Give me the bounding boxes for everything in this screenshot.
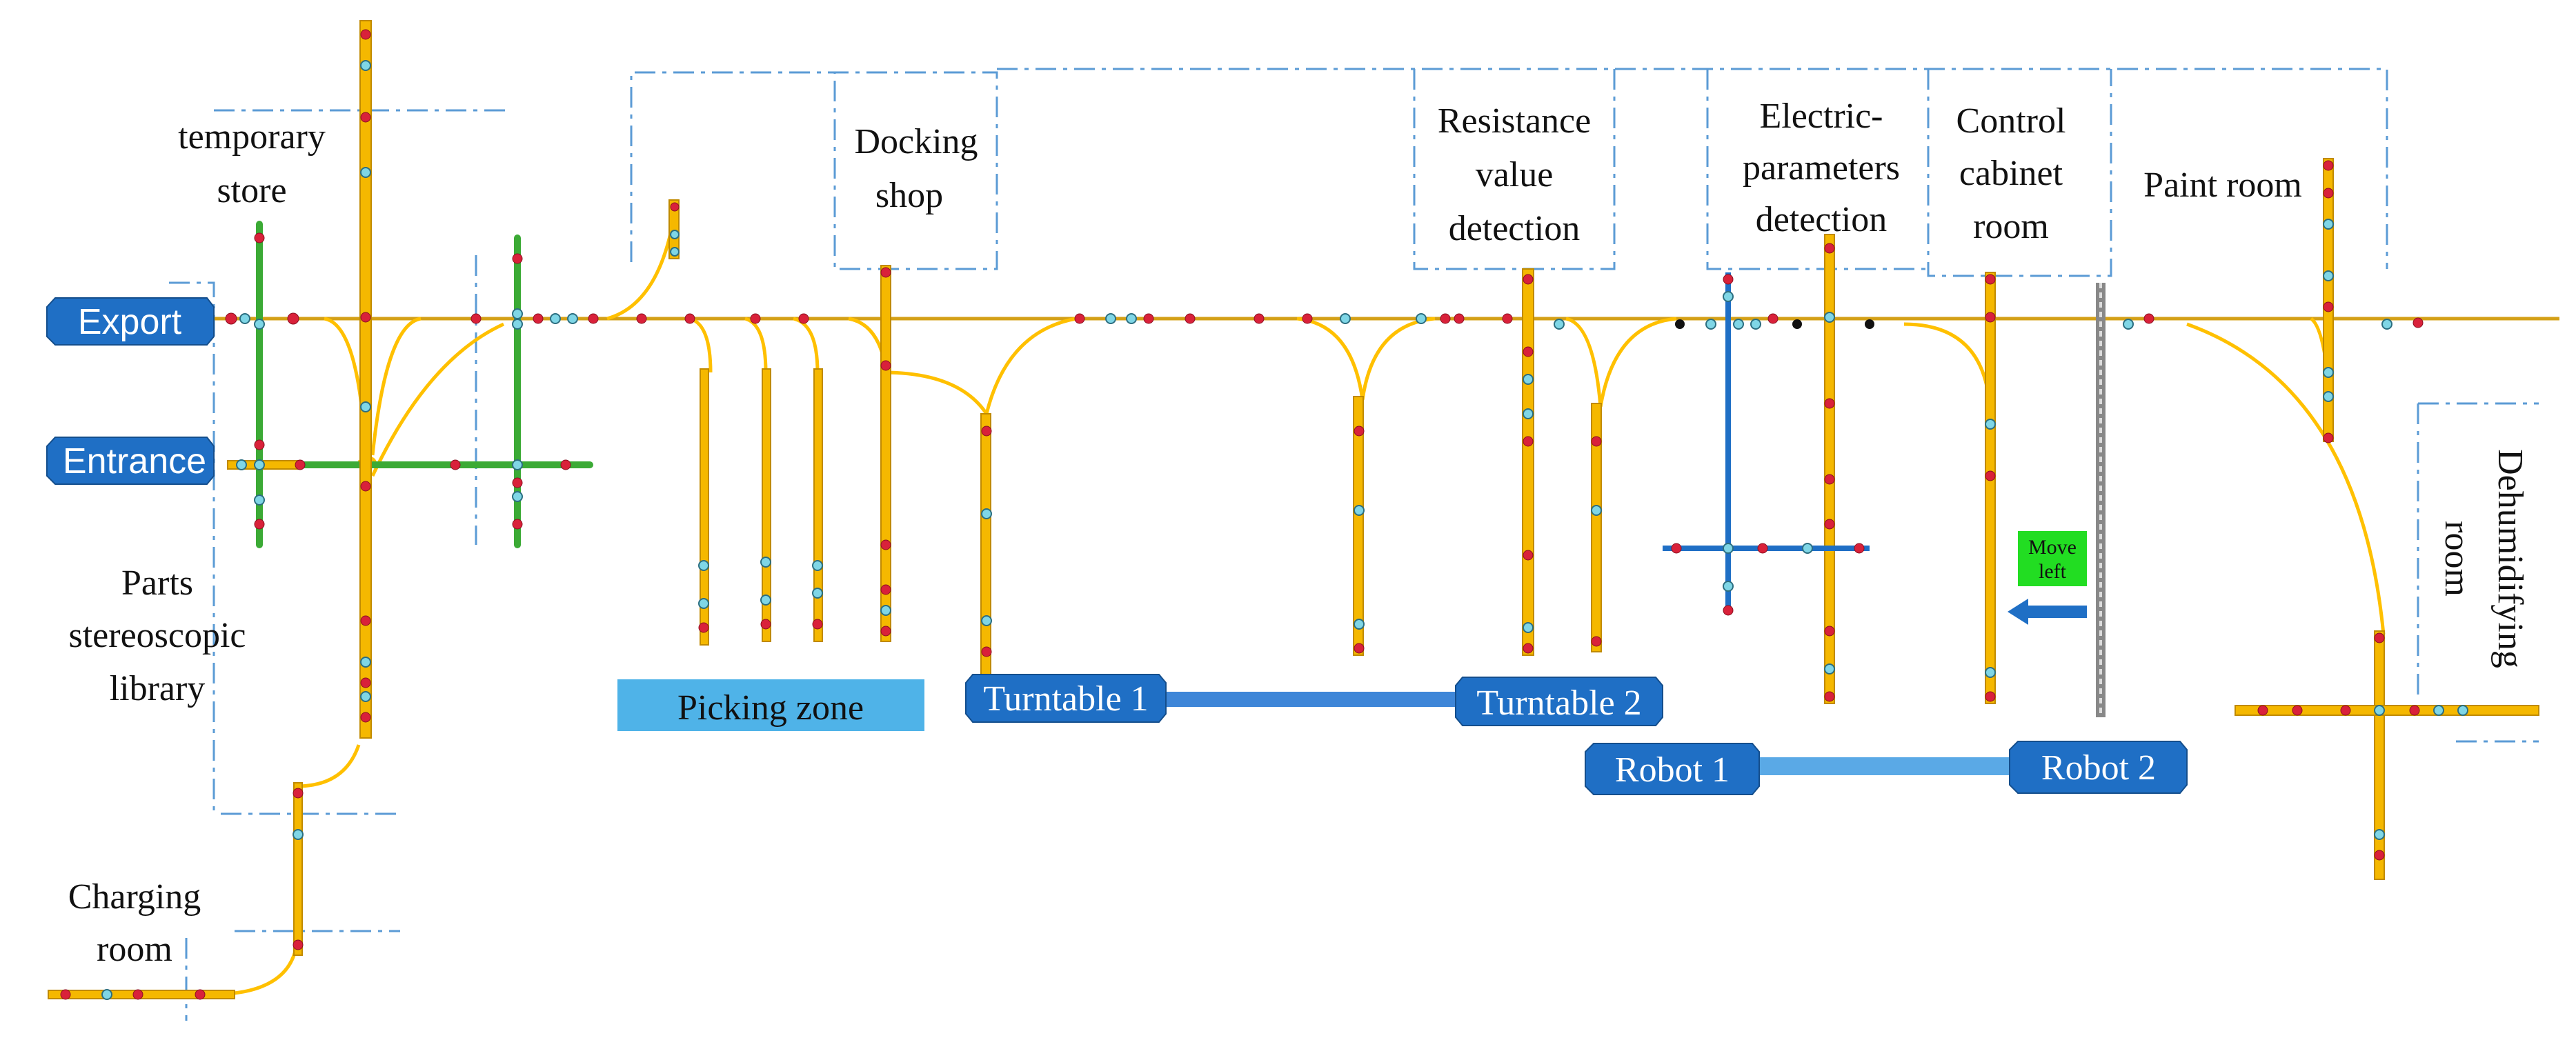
turntable-link (1159, 692, 1463, 707)
black-points (1675, 319, 1874, 329)
docking-track (668, 199, 680, 259)
paint-room-label: Paint room (2143, 166, 2302, 205)
svg-text:Docking: Docking (854, 122, 978, 161)
turntable-1-label: Turntable 1 (983, 679, 1148, 719)
blue-cross-track (1663, 272, 1870, 614)
control-cabinet-label: Control cabinet room (1956, 101, 2066, 246)
svg-text:room: room (2437, 521, 2477, 597)
svg-text:store: store (217, 171, 286, 210)
svg-text:Dehumidifying: Dehumidifying (2490, 449, 2530, 668)
move-left-tag: Move left (2018, 531, 2087, 586)
turntable-2-tag: Turntable 2 (1455, 677, 1663, 726)
svg-text:detection: detection (1756, 200, 1888, 239)
resistance-label: Resistance value detection (1438, 101, 1591, 248)
electric-border (1706, 69, 1928, 270)
svg-text:shop: shop (875, 176, 943, 215)
entrance-label: Entrance (63, 441, 206, 481)
left-library-border (169, 281, 215, 814)
turntable-2-label: Turntable 2 (1476, 683, 1641, 723)
svg-text:Control: Control (1956, 101, 2066, 141)
move-left-line-2: left (2039, 560, 2067, 583)
svg-text:Parts: Parts (121, 563, 193, 603)
svg-text:temporary: temporary (178, 117, 326, 157)
picking-zone-tag: Picking zone (617, 679, 924, 731)
entrance-tag: Entrance (46, 437, 215, 485)
svg-text:room: room (97, 930, 172, 969)
move-left-line-1: Move (2028, 536, 2077, 559)
robot-2-tag: Robot 2 (2009, 741, 2188, 794)
dehumidifying-border (2417, 402, 2539, 743)
robot-link (1756, 757, 2011, 775)
top-run-border (997, 68, 2388, 269)
svg-text:Charging: Charging (68, 877, 201, 917)
turntable-1-tag: Turntable 1 (965, 674, 1167, 723)
zone-borders (169, 68, 2539, 1021)
green-tracks (256, 221, 593, 548)
svg-text:value: value (1476, 155, 1554, 194)
svg-text:stereoscopic: stereoscopic (68, 616, 246, 655)
docking-shop-border (630, 71, 998, 270)
dehumidifying-label: Dehumidifying room (2437, 449, 2530, 668)
svg-text:cabinet: cabinet (1959, 154, 2063, 193)
svg-text:detection: detection (1449, 209, 1581, 248)
parts-library-label: Parts stereoscopic library (68, 563, 246, 708)
charging-vertical-track (293, 782, 303, 956)
control-border (1927, 69, 2112, 277)
export-label: Export (78, 302, 182, 342)
svg-text:Electric-: Electric- (1760, 97, 1883, 136)
robot-1-tag: Robot 1 (1585, 743, 1760, 795)
red-points (60, 29, 2424, 1000)
export-tag: Export (46, 297, 215, 346)
temporary-store-label: temporary store (178, 117, 326, 210)
docking-shop-label: Docking shop (854, 122, 978, 215)
move-left-arrow-icon (2008, 599, 2087, 625)
svg-text:library: library (110, 669, 206, 708)
svg-text:room: room (1973, 207, 2049, 246)
picking-zone-label: Picking zone (677, 688, 864, 728)
charging-room-label: Charging room (68, 877, 201, 969)
robot-2-label: Robot 2 (2041, 748, 2156, 788)
svg-text:Resistance: Resistance (1438, 101, 1591, 141)
library-track (359, 20, 372, 739)
resistance-border (1413, 69, 1616, 270)
cyan-points (101, 60, 2468, 1000)
robot-1-label: Robot 1 (1615, 750, 1730, 790)
electric-parameters-label: Electric- parameters detection (1743, 97, 1900, 239)
svg-text:parameters: parameters (1743, 148, 1900, 188)
